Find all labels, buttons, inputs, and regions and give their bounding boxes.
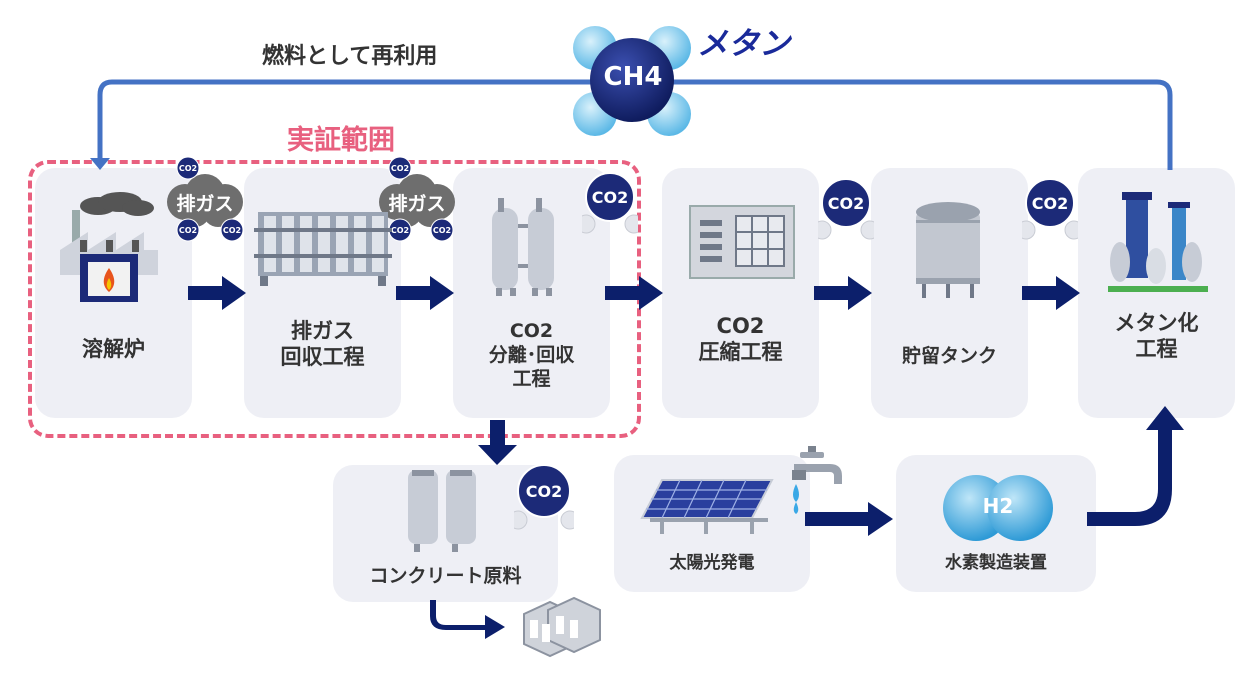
arrow-separation-to-concrete bbox=[478, 420, 517, 465]
co2-label: CO2 bbox=[391, 164, 409, 173]
scope-label: 実証範囲 bbox=[287, 125, 395, 156]
cloud-icon bbox=[379, 174, 455, 227]
co2-label: CO2 bbox=[1032, 194, 1068, 213]
co2-small-6: CO2 bbox=[430, 218, 454, 242]
co2-label: CO2 bbox=[179, 226, 197, 235]
exhaust-gas-cloud-2: 排ガス bbox=[372, 172, 462, 232]
methanation-plant-icon bbox=[1108, 192, 1208, 292]
co2-small-4: CO2 bbox=[388, 156, 412, 180]
co2-label: CO2 bbox=[179, 164, 197, 173]
co2-molecule-icon: CO2 bbox=[220, 218, 244, 242]
co2-molecule-icon: CO2 bbox=[1016, 178, 1084, 240]
arrow-separation-to-compression bbox=[605, 276, 663, 310]
co2-badge-separation: CO2 bbox=[576, 172, 644, 234]
co2-label: CO2 bbox=[828, 194, 864, 213]
recycle-label: 燃料として再利用 bbox=[262, 44, 438, 69]
arrow-furnace-to-recovery bbox=[188, 276, 246, 310]
co2-molecule-icon: CO2 bbox=[508, 464, 580, 530]
recycle-loop-arrowhead bbox=[90, 158, 110, 170]
label-exhaust-recovery: 排ガス 回収工程 bbox=[280, 319, 365, 370]
arrow-hydrogen-to-methanation bbox=[1087, 406, 1184, 526]
co2-badge-concrete: CO2 bbox=[508, 464, 580, 530]
compressor-icon bbox=[689, 205, 795, 279]
co2-label: CO2 bbox=[391, 226, 409, 235]
label-methanation: メタン化 工程 bbox=[1114, 311, 1199, 362]
methane-label: メタン bbox=[697, 26, 790, 62]
label-co2-separation: CO2 分離･回収 工程 bbox=[488, 320, 575, 390]
heat-exchanger-icon bbox=[254, 212, 392, 286]
separation-columns-icon bbox=[492, 198, 554, 296]
co2-label: CO2 bbox=[223, 226, 241, 235]
co2-molecule-icon: CO2 bbox=[430, 218, 454, 242]
water-faucet-icon bbox=[792, 446, 842, 514]
co2-label: CO2 bbox=[526, 482, 562, 501]
hydrogen-molecule-icon bbox=[943, 475, 1053, 541]
co2-small-2: CO2 bbox=[176, 218, 200, 242]
co2-molecule-icon: CO2 bbox=[388, 156, 412, 180]
label-melting-furnace: 溶解炉 bbox=[82, 337, 145, 361]
co2-label: CO2 bbox=[433, 226, 451, 235]
arrow-tank-to-methanation bbox=[1022, 276, 1080, 310]
label-solar: 太陽光発電 bbox=[669, 553, 755, 573]
arrow-recovery-to-separation bbox=[396, 276, 454, 310]
co2-molecule-icon: CO2 bbox=[176, 156, 200, 180]
co2-badge-compression: CO2 bbox=[812, 178, 880, 240]
arrow-solar-to-hydrogen bbox=[805, 502, 893, 536]
co2-molecule-icon: CO2 bbox=[812, 178, 880, 240]
box-exhaust-recovery: 排ガス 回収工程 bbox=[244, 168, 401, 418]
arrow-compression-to-tank bbox=[814, 276, 872, 310]
methane-formula: CH4 bbox=[603, 62, 663, 92]
co2-badge-tank: CO2 bbox=[1016, 178, 1084, 240]
co2-molecule-icon: CO2 bbox=[576, 172, 644, 234]
concrete-blocks-icon bbox=[523, 596, 601, 658]
box-co2-separation: CO2 分離･回収 工程 bbox=[453, 168, 610, 418]
co2-label: CO2 bbox=[592, 188, 628, 207]
co2-molecule-icon: CO2 bbox=[176, 218, 200, 242]
box-methanation: メタン化 工程 bbox=[1078, 168, 1235, 418]
solar-panel-icon bbox=[640, 479, 774, 534]
arrow-concrete-to-blocks bbox=[430, 600, 505, 639]
co2-small-1: CO2 bbox=[176, 156, 200, 180]
label-co2-compression: CO2 圧縮工程 bbox=[698, 314, 783, 365]
label-concrete: コンクリート原料 bbox=[369, 565, 522, 587]
box-solar: 太陽光発電 bbox=[614, 455, 810, 592]
storage-tank-icon bbox=[916, 202, 980, 298]
flow-arrows bbox=[188, 276, 1184, 639]
factory-icon bbox=[60, 192, 158, 302]
exhaust-gas-label-1: 排ガス bbox=[176, 193, 234, 215]
hydrogen-formula: H2 bbox=[982, 494, 1014, 518]
exhaust-gas-label-2: 排ガス bbox=[388, 193, 446, 215]
co2-small-3: CO2 bbox=[220, 218, 244, 242]
concrete-columns-icon bbox=[408, 470, 476, 552]
methane-molecule-icon bbox=[573, 26, 691, 136]
label-hydrogen: 水素製造装置 bbox=[945, 553, 1047, 573]
label-storage-tank: 貯留タンク bbox=[901, 345, 997, 367]
